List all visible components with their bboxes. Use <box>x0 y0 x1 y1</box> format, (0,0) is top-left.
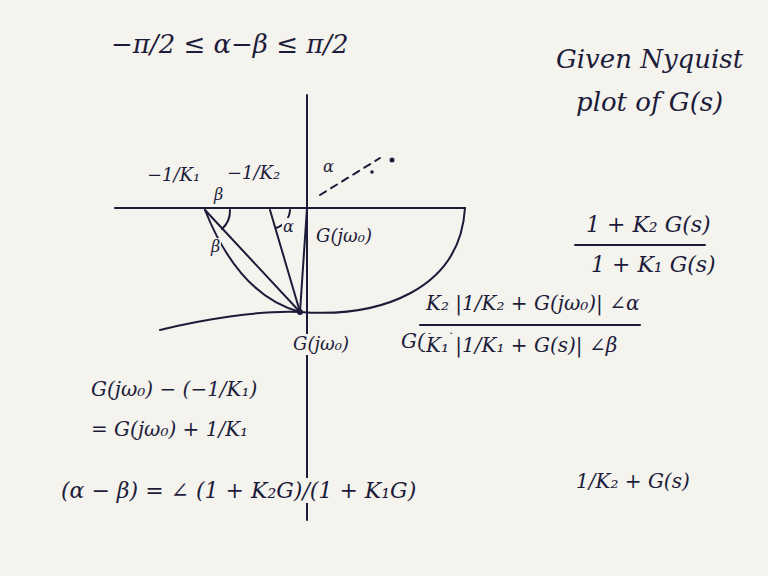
dot <box>390 158 395 163</box>
imag-axis <box>306 95 308 520</box>
handwritten-label: Given Nyquist <box>555 45 744 75</box>
vector-line <box>300 208 307 312</box>
handwritten-label: G(jω₀) − (−1/K₁) <box>90 378 258 401</box>
handwritten-label: −π/2 ≤ α−β ≤ π/2 <box>110 30 350 60</box>
dot <box>370 170 374 174</box>
nyquist-curve <box>160 208 465 330</box>
fraction-bar <box>575 244 705 246</box>
handwritten-label: G(jω₀) <box>315 226 373 247</box>
handwritten-label: plot of G(s) <box>575 88 724 118</box>
handwritten-label: (α − β) = ∠ (1 + K₂G)/(1 + K₁G) <box>60 478 417 503</box>
handwritten-label: α <box>282 218 295 236</box>
real-axis <box>115 207 465 209</box>
handwritten-label: β <box>210 238 221 256</box>
handwritten-label: 1 + K₂ G(s) <box>585 212 712 237</box>
point <box>297 309 303 315</box>
handwritten-label: 1 + K₁ G(s) <box>590 252 717 277</box>
vector-line <box>205 210 300 312</box>
fraction-bar <box>420 324 640 326</box>
dashed-line <box>320 158 380 195</box>
handwritten-label: −1/K₂ <box>226 163 281 184</box>
angle-arc <box>222 210 230 229</box>
handwritten-label: α <box>322 158 335 176</box>
handwritten-label: K₁ |1/K₁ + G(s)| ∠β <box>425 334 618 357</box>
handwritten-label: G(jω₀) <box>292 334 350 355</box>
handwritten-label: = G(jω₀) + 1/K₁ <box>90 418 249 441</box>
vector-line <box>270 210 300 312</box>
sketch-arc <box>205 210 300 312</box>
handwritten-label: −1/K₁ <box>146 165 201 186</box>
handwritten-label: K₂ |1/K₂ + G(jω₀)| ∠α <box>425 292 640 315</box>
handwritten-label: 1/K₂ + G(s) <box>575 470 691 493</box>
handwritten-label: β <box>213 186 224 204</box>
